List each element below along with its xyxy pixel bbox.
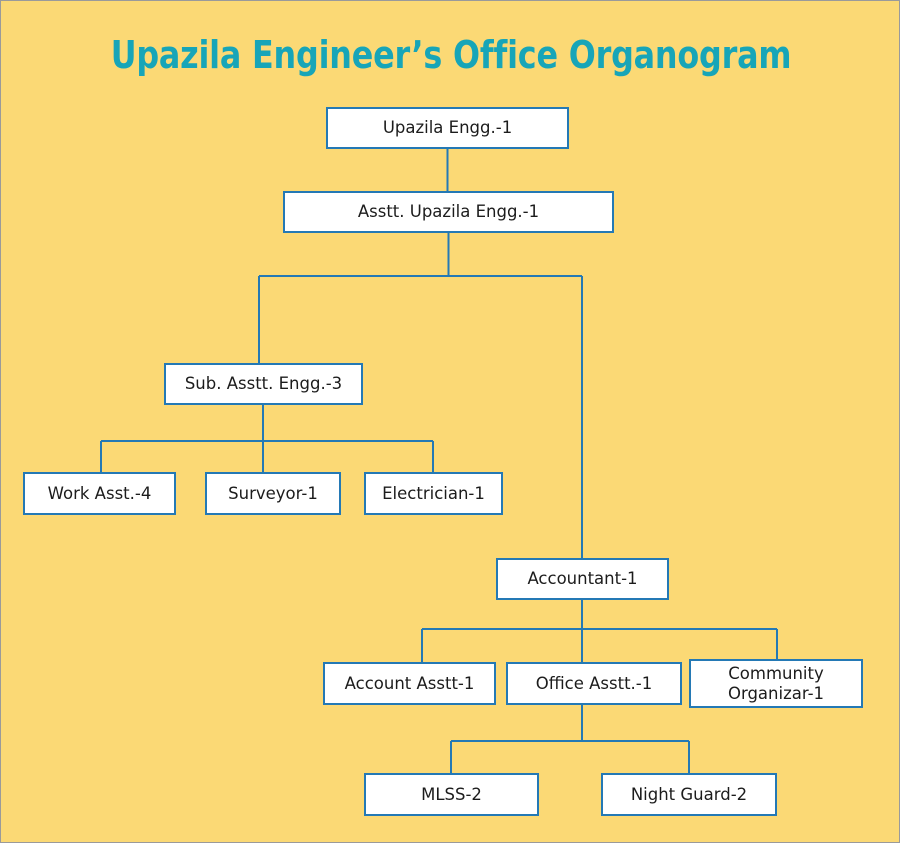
org-node-label-night-guard: Night Guard-2 [630,784,748,804]
org-node-night-guard[interactable]: Night Guard-2 [601,773,777,816]
org-node-label-upazila-engg: Upazila Engg.-1 [382,118,513,138]
org-node-sub-asstt-engg[interactable]: Sub. Asstt. Engg.-3 [164,363,363,405]
org-node-label-sub-asstt-engg: Sub. Asstt. Engg.-3 [184,374,343,394]
page-title: Upazila Engineer’s Office Organogram [110,33,792,77]
org-node-upazila-engg[interactable]: Upazila Engg.-1 [326,107,569,149]
org-node-label-account-asstt: Account Asstt-1 [344,673,475,693]
org-node-label-community-organizar: Community Organizar-1 [727,664,825,703]
org-node-account-asstt[interactable]: Account Asstt-1 [323,662,496,705]
org-node-label-mlss: MLSS-2 [421,784,482,804]
org-node-label-office-asstt: Office Asstt.-1 [535,673,653,693]
org-node-electrician[interactable]: Electrician-1 [364,472,503,515]
org-node-label-asstt-upazila-engg: Asstt. Upazila Engg.-1 [357,202,540,222]
org-node-label-surveyor: Surveyor-1 [228,483,318,503]
org-node-mlss[interactable]: MLSS-2 [364,773,539,816]
org-node-community-organizar[interactable]: Community Organizar-1 [689,659,863,708]
org-node-label-accountant: Accountant-1 [527,569,638,589]
org-node-accountant[interactable]: Accountant-1 [496,558,669,600]
org-node-label-electrician: Electrician-1 [382,483,485,503]
org-node-office-asstt[interactable]: Office Asstt.-1 [506,662,682,705]
org-node-label-work-asst: Work Asst.-4 [47,483,152,503]
org-node-work-asst[interactable]: Work Asst.-4 [23,472,176,515]
org-node-asstt-upazila-engg[interactable]: Asstt. Upazila Engg.-1 [283,191,614,233]
org-node-surveyor[interactable]: Surveyor-1 [205,472,341,515]
